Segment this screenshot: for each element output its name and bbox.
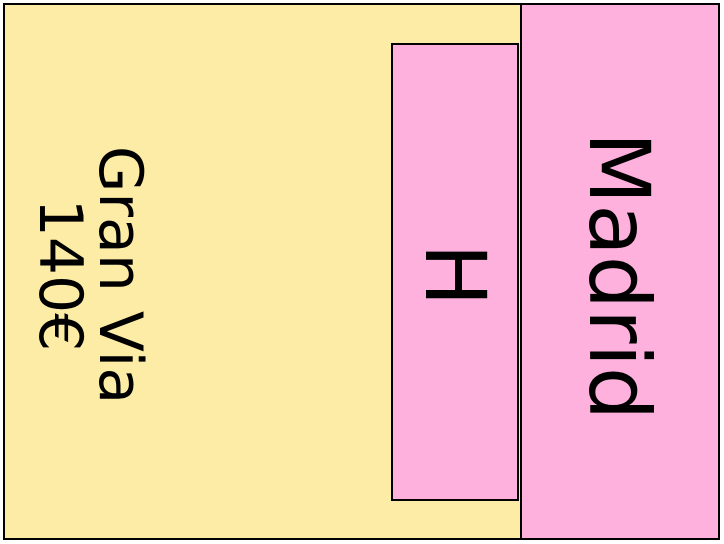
street-info: Gran Via 140€ [25, 145, 155, 405]
property-card: Gran Via 140€ H Madrid [3, 3, 720, 540]
hotel-marker [391, 43, 519, 501]
street-price: 140€ [25, 198, 95, 352]
color-group-band [520, 5, 718, 538]
hotel-label: H [406, 243, 504, 307]
city-name: Madrid [570, 131, 668, 421]
street-name: Gran Via [85, 145, 155, 405]
